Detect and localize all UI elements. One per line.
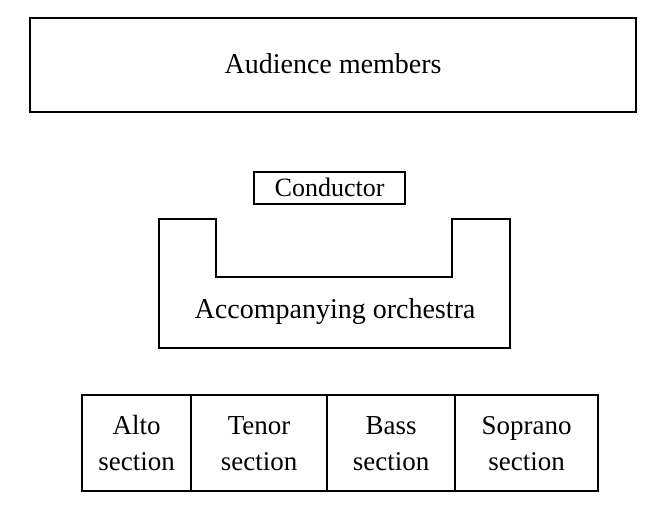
orchestra-outline xyxy=(158,218,511,349)
soprano-section-line2: section xyxy=(488,446,565,476)
conductor-label: Conductor xyxy=(274,173,385,202)
audience-members-label: Audience members xyxy=(224,49,442,80)
bass-section-line2: section xyxy=(352,446,430,476)
orchestra-label-wrap: Accompanying orchestra xyxy=(160,290,510,330)
conductor-box: Conductor xyxy=(253,171,406,205)
choir-sections-row: Alto section Tenor section Bass section … xyxy=(81,394,599,492)
bass-section-line1: Bass xyxy=(365,410,417,440)
alto-section-line1: Alto xyxy=(112,410,161,440)
accompanying-orchestra-label: Accompanying orchestra xyxy=(194,294,476,325)
alto-section-line2: section xyxy=(98,446,175,476)
bass-section-cell: Bass section xyxy=(328,396,456,490)
tenor-section-line2: section xyxy=(220,446,298,476)
tenor-section-cell: Tenor section xyxy=(192,396,328,490)
soprano-section-cell: Soprano section xyxy=(456,396,597,490)
alto-section-cell: Alto section xyxy=(83,396,192,490)
audience-members-box: Audience members xyxy=(29,17,637,113)
soprano-section-line1: Soprano xyxy=(481,410,572,440)
tenor-section-line1: Tenor xyxy=(227,410,291,440)
